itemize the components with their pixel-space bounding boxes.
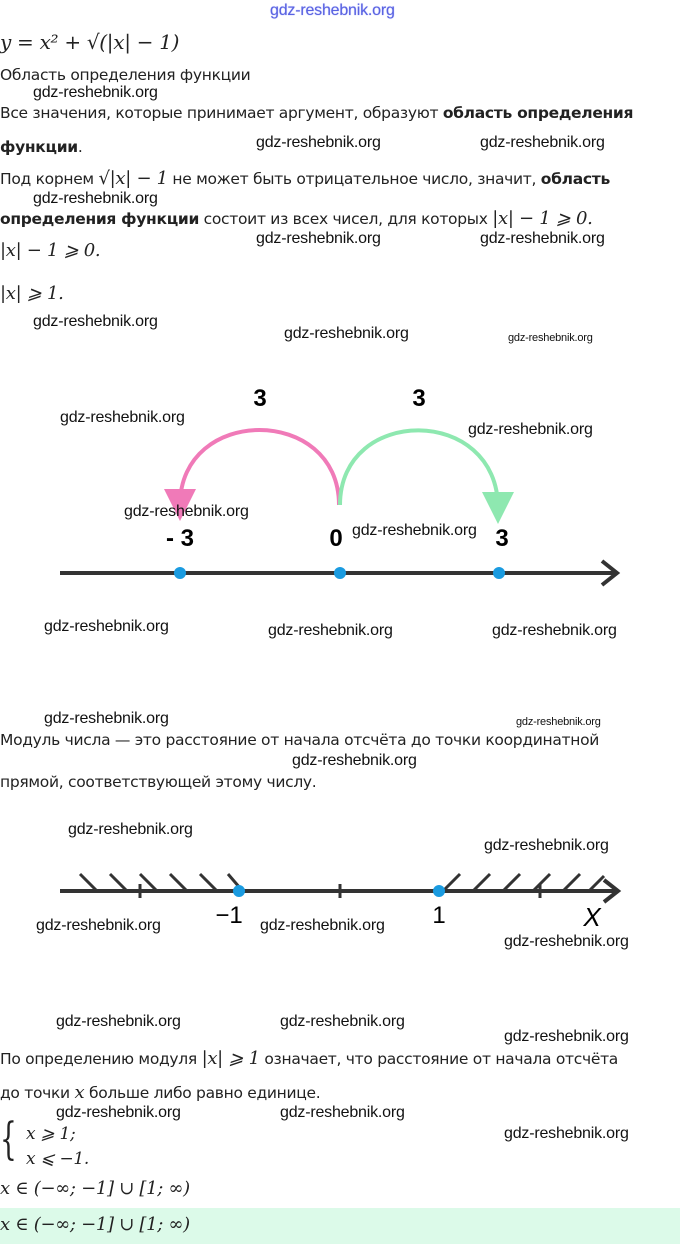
hatching-right [442, 872, 606, 892]
paragraph-2-line-2: определения функции состоит из всех чисе… [0, 208, 593, 229]
watermark: gdz-reshebnik.org [504, 1125, 629, 1142]
label-minus-3: - 3 [166, 525, 194, 552]
answer-box: x ∈ (−∞; −1] ∪ [1; ∞) [0, 1208, 680, 1244]
system-brace: { [0, 1114, 17, 1165]
paragraph-4-line-2: до точки x больше либо равно единице. [0, 1082, 321, 1103]
arc-right-label: 3 [412, 385, 425, 412]
arc-right [338, 428, 514, 524]
axis-label-x: X [582, 902, 602, 930]
watermark: gdz-reshebnik.org [124, 503, 249, 520]
watermark: gdz-reshebnik.org [33, 190, 158, 207]
inequality-1: |x| − 1 ⩾ 0. [0, 240, 101, 261]
watermark-top: gdz-reshebnik.org [270, 2, 395, 19]
point--1 [233, 885, 245, 897]
watermark: gdz-reshebnik.org [516, 716, 601, 728]
paragraph-1-line-2: функции. [0, 138, 83, 156]
watermark: gdz-reshebnik.org [504, 1028, 629, 1045]
point-3 [493, 567, 505, 579]
watermark: gdz-reshebnik.org [492, 622, 617, 639]
watermark: gdz-reshebnik.org [260, 917, 385, 934]
watermark: gdz-reshebnik.org [36, 917, 161, 934]
paragraph-3-line-2: прямой, соответствующей этому числу. [0, 773, 317, 791]
arc-left [164, 428, 341, 521]
inequality-2: |x| ⩾ 1. [0, 283, 64, 304]
watermark: gdz-reshebnik.org [484, 837, 609, 854]
paragraph-3-line-1: Модуль числа — это расстояние от начала … [0, 731, 600, 749]
arc-left-label: 3 [253, 385, 266, 412]
watermark: gdz-reshebnik.org [284, 325, 409, 342]
label-0: 0 [329, 525, 342, 552]
system-line-1: x ⩾ 1; [26, 1124, 76, 1144]
watermark: gdz-reshebnik.org [256, 230, 381, 247]
watermark: gdz-reshebnik.org [33, 84, 158, 101]
watermark: gdz-reshebnik.org [56, 1104, 181, 1121]
number-line-diagram-1: 3 3 - 3 0 3 [60, 385, 621, 587]
paragraph-4-line-1: По определению модуля |x| ⩾ 1 означает, … [0, 1048, 618, 1069]
point--3 [174, 567, 186, 579]
watermark: gdz-reshebnik.org [33, 313, 158, 330]
system-line-2: x ⩽ −1. [26, 1149, 90, 1169]
watermark: gdz-reshebnik.org [480, 230, 605, 247]
paragraph-1-line-1: Все значения, которые принимает аргумент… [0, 104, 634, 122]
hatching-left [78, 872, 242, 892]
watermark: gdz-reshebnik.org [504, 933, 629, 950]
watermark: gdz-reshebnik.org [480, 134, 605, 151]
watermark: gdz-reshebnik.org [508, 332, 593, 344]
label-3: 3 [495, 525, 508, 552]
label-1: 1 [432, 902, 445, 929]
watermark: gdz-reshebnik.org [68, 821, 193, 838]
function-formula: y = x² + √(|x| − 1) [0, 30, 180, 54]
watermark: gdz-reshebnik.org [280, 1013, 405, 1030]
point-0 [334, 567, 346, 579]
result-interval: x ∈ (−∞; −1] ∪ [1; ∞) [0, 1178, 190, 1199]
watermark: gdz-reshebnik.org [468, 421, 593, 438]
watermark: gdz-reshebnik.org [292, 752, 417, 769]
watermark: gdz-reshebnik.org [268, 622, 393, 639]
watermark: gdz-reshebnik.org [280, 1104, 405, 1121]
axis-arrow-icon [600, 559, 621, 587]
watermark: gdz-reshebnik.org [256, 134, 381, 151]
watermark: gdz-reshebnik.org [44, 618, 169, 635]
label-minus-1: −1 [215, 902, 242, 929]
answer-text: x ∈ (−∞; −1] ∪ [1; ∞) [0, 1214, 190, 1235]
number-line-diagram-2: −1 1 X [60, 872, 622, 930]
watermark: gdz-reshebnik.org [352, 522, 477, 539]
point-1 [433, 885, 445, 897]
watermark: gdz-reshebnik.org [44, 710, 169, 727]
paragraph-2-line-1: Под корнем √|x| − 1 не может быть отрица… [0, 168, 610, 189]
section-title: Область определения функции [0, 66, 251, 84]
watermark: gdz-reshebnik.org [60, 409, 185, 426]
axis-arrow-icon [602, 878, 622, 904]
watermark: gdz-reshebnik.org [56, 1013, 181, 1030]
